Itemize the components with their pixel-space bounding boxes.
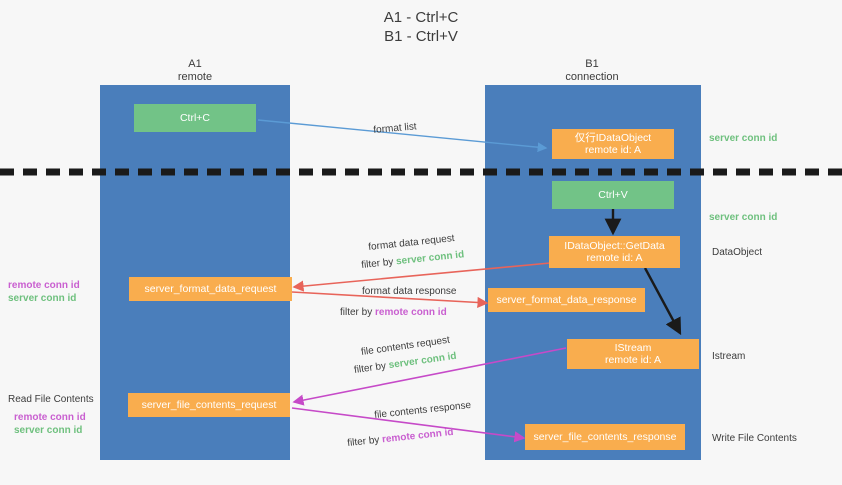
filter-value-server-conn-id-1: server conn id xyxy=(395,249,465,268)
box-ctrl-c[interactable]: Ctrl+C xyxy=(134,104,256,132)
right-label-server-conn-id-mid: server conn id xyxy=(709,211,777,224)
box-server-file-contents-request[interactable]: server_file_contents_request xyxy=(128,393,290,417)
right-label-write-file-contents: Write File Contents xyxy=(712,432,797,445)
lane-header-b1: B1 connection xyxy=(532,58,652,84)
filter-prefix-1: filter by xyxy=(360,256,397,272)
box-file-contents-request-label: server_file_contents_request xyxy=(141,399,277,411)
box-ctrl-v-label: Ctrl+V xyxy=(598,189,628,201)
label-format-data-response: format data response xyxy=(362,286,457,297)
left-label-remote-conn-id-1: remote conn id xyxy=(8,280,80,291)
right-label-dataobject: DataObject xyxy=(712,246,762,259)
label-file-contents-response-filter: filter by remote conn id xyxy=(347,426,454,450)
box-istream-line1: IStream xyxy=(614,342,652,354)
filter-prefix-3: filter by xyxy=(353,360,390,377)
lane-header-b1-name: B1 xyxy=(585,58,599,70)
box-server-file-contents-response[interactable]: server_file_contents_response xyxy=(525,424,685,450)
left-label-read-file-contents: Read File Contents xyxy=(8,394,94,405)
right-label-server-conn-id-mid-text: server conn id xyxy=(709,212,778,223)
box-server-format-data-request[interactable]: server_format_data_request xyxy=(129,277,292,301)
filter-prefix-2: filter by xyxy=(340,307,376,318)
label-format-list: format list xyxy=(372,121,418,137)
box-ctrl-c-label: Ctrl+C xyxy=(179,112,211,124)
filter-value-remote-conn-id-1: remote conn id xyxy=(375,307,447,318)
filter-value-remote-conn-id-2: remote conn id xyxy=(381,426,455,446)
right-label-dataobject-text: DataObject xyxy=(712,247,763,258)
right-label-istream: Istream xyxy=(712,350,745,363)
right-label-write-file-contents-text: Write File Contents xyxy=(712,433,797,444)
left-label-read-file-contents-group: Read File Contents xyxy=(8,393,94,406)
right-label-istream-text: Istream xyxy=(712,351,746,362)
box-file-contents-response-label: server_file_contents_response xyxy=(533,431,677,443)
lane-header-a1-sub: remote xyxy=(177,71,213,83)
box-server-format-data-response[interactable]: server_format_data_response xyxy=(488,288,645,312)
box-format-data-response-label: server_format_data_response xyxy=(496,294,637,306)
box-istream-line2: remote id: A xyxy=(604,354,662,366)
title-line-1: A1 - Ctrl+C xyxy=(383,9,459,26)
box-idataobject[interactable]: 仅行IDataObject remote id: A xyxy=(552,129,674,159)
box-idataobject-line1: 仅行IDataObject xyxy=(574,132,652,144)
label-file-contents-response: file contents response xyxy=(373,399,472,422)
box-ctrl-v[interactable]: Ctrl+V xyxy=(552,181,674,209)
diagram-title: A1 - Ctrl+C B1 - Ctrl+V xyxy=(321,8,521,46)
title-line-2: B1 - Ctrl+V xyxy=(384,28,458,45)
right-label-server-conn-id-top: server conn id xyxy=(709,132,777,145)
lane-header-a1-name: A1 xyxy=(188,58,202,70)
left-label-conn-ids-1: remote conn id server conn id xyxy=(8,279,80,305)
left-label-conn-ids-2: remote conn id server conn id xyxy=(14,411,86,437)
left-label-server-conn-id-1: server conn id xyxy=(8,293,77,304)
lane-header-b1-sub: connection xyxy=(565,71,619,83)
box-getdata-line1: IDataObject::GetData xyxy=(564,240,665,252)
box-istream[interactable]: IStream remote id: A xyxy=(567,339,699,369)
box-getdata-line2: remote id: A xyxy=(586,252,643,264)
box-format-data-request-label: server_format_data_request xyxy=(144,283,277,295)
right-label-server-conn-id-top-text: server conn id xyxy=(709,133,778,144)
filter-prefix-4: filter by xyxy=(346,434,383,450)
label-format-data-response-filter: filter by remote conn id xyxy=(340,306,447,319)
left-label-remote-conn-id-2: remote conn id xyxy=(14,412,86,423)
lane-header-a1: A1 remote xyxy=(135,58,255,84)
box-idataobject-getdata[interactable]: IDataObject::GetData remote id: A xyxy=(549,236,680,268)
box-idataobject-line2: remote id: A xyxy=(584,144,642,156)
left-label-server-conn-id-2: server conn id xyxy=(14,425,83,436)
